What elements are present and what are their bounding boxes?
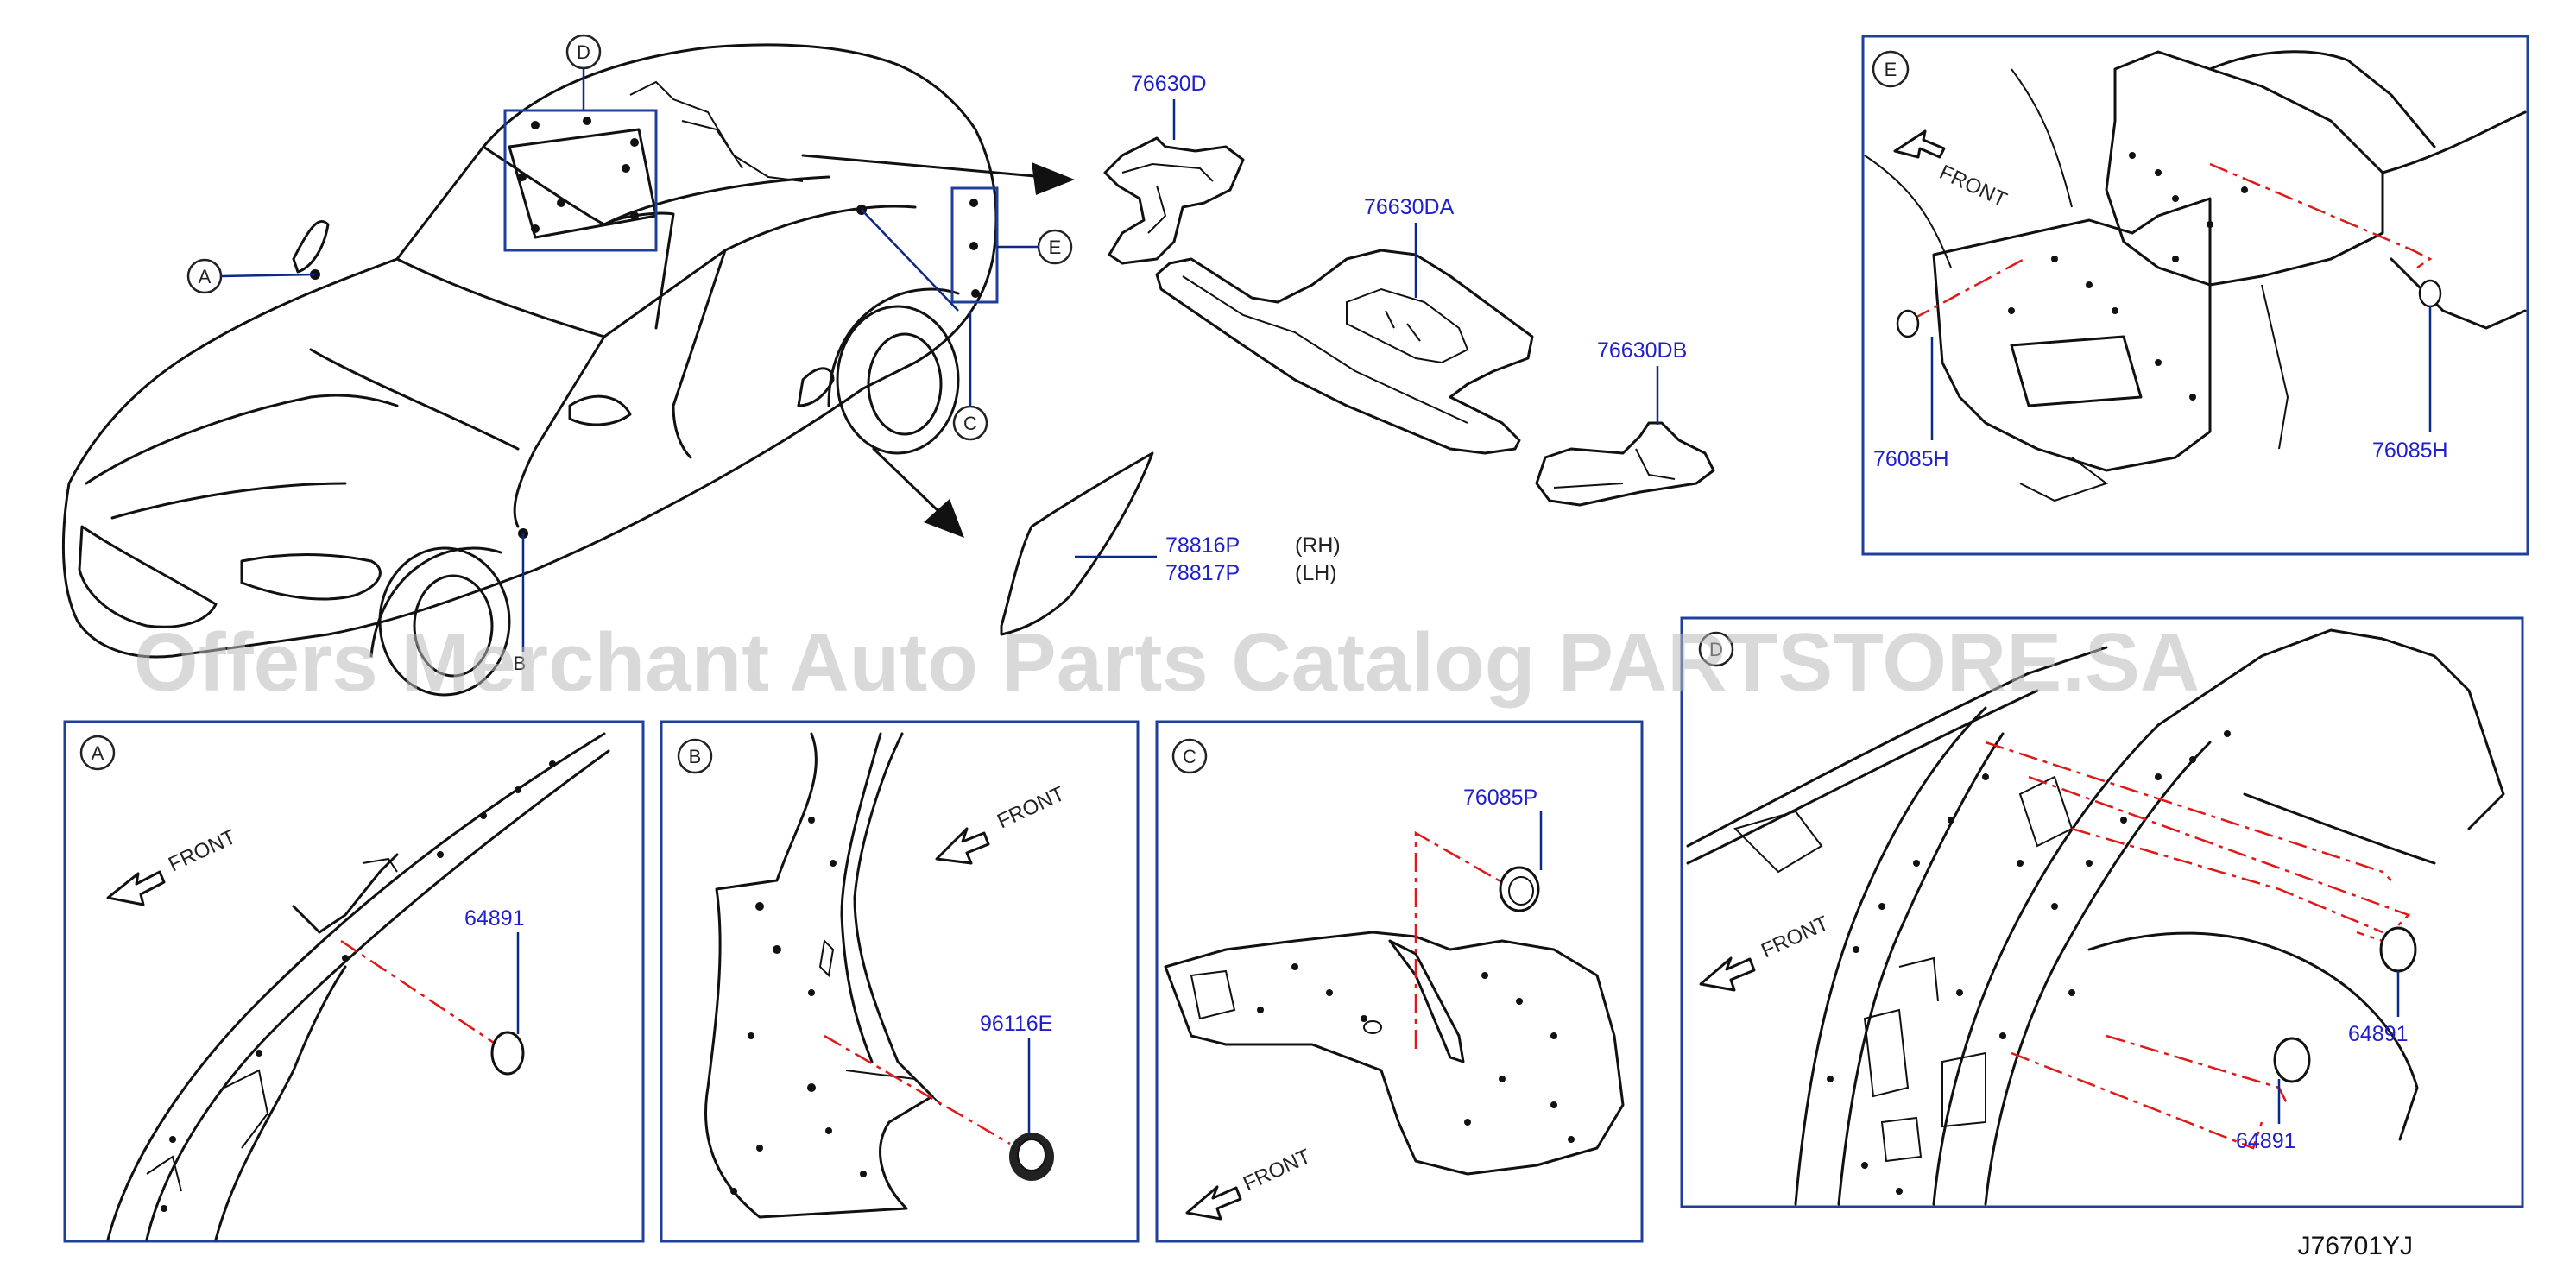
svg-text:76085H: 76085H — [1873, 447, 1949, 471]
svg-text:D: D — [1709, 639, 1723, 660]
callout-d[interactable]: D — [565, 34, 602, 110]
plug-64891-d-upper[interactable] — [2379, 926, 2417, 973]
svg-text:C: C — [963, 413, 977, 434]
svg-text:E: E — [1885, 59, 1897, 80]
car-overview — [61, 43, 998, 697]
grommet-76085p[interactable] — [1499, 866, 1540, 912]
svg-text:FRONT: FRONT — [1935, 161, 2011, 212]
insulator-76630da[interactable]: 76630DA — [1155, 195, 1534, 455]
quarter-glass[interactable]: 78816P (RH) 78817P (LH) — [1000, 451, 1341, 636]
svg-text:D: D — [577, 41, 590, 63]
arrow-to-insulators — [801, 154, 1075, 195]
svg-text:78816P: 78816P — [1165, 533, 1240, 558]
svg-text:A: A — [199, 266, 212, 287]
grommet-96116e[interactable] — [1009, 1133, 1054, 1181]
svg-text:C: C — [1183, 746, 1196, 767]
grommet-76085h-left[interactable] — [1896, 309, 1920, 338]
svg-text:A: A — [92, 742, 104, 764]
svg-text:76630D: 76630D — [1131, 72, 1207, 96]
front-arrow-e: FRONT — [1893, 129, 2011, 212]
detail-d-panel: D FRONT — [1680, 616, 2524, 1208]
svg-text:76085H: 76085H — [2372, 439, 2448, 463]
front-arrow-d: FRONT — [1699, 912, 1833, 992]
svg-text:64891: 64891 — [2236, 1129, 2296, 1153]
insulator-76630d[interactable]: 76630D — [1103, 72, 1245, 265]
svg-text:FRONT: FRONT — [1240, 1145, 1315, 1196]
svg-text:(RH): (RH) — [1295, 533, 1341, 558]
arrow-to-glass — [872, 447, 964, 538]
detail-c-panel: C FRONT 76085P — [1155, 720, 1644, 1243]
insulator-76630db[interactable]: 76630DB — [1535, 338, 1715, 507]
grommet-76085h-right[interactable] — [2418, 279, 2442, 308]
svg-text:76085P: 76085P — [1463, 786, 1537, 810]
detail-a-panel: A FRONT 64891 — [63, 720, 645, 1243]
front-arrow-a: FRONT — [106, 825, 240, 906]
svg-text:(LH): (LH) — [1295, 561, 1337, 585]
callout-box-d — [503, 109, 658, 252]
callout-a[interactable]: A — [186, 258, 316, 294]
callout-e[interactable]: E — [997, 229, 1073, 265]
diagram-code: J76701YJ — [2298, 1232, 2413, 1260]
svg-text:78817P: 78817P — [1165, 561, 1240, 585]
svg-text:FRONT: FRONT — [994, 782, 1069, 834]
svg-text:76630DB: 76630DB — [1597, 338, 1687, 363]
callout-box-e — [950, 186, 999, 304]
callout-c[interactable]: C — [861, 209, 988, 441]
front-arrow-c: FRONT — [1185, 1145, 1315, 1221]
detail-e-panel: E FRONT 76085H 76085H — [1861, 35, 2529, 556]
svg-text:B: B — [689, 746, 702, 767]
svg-text:64891: 64891 — [464, 906, 525, 931]
callout-b[interactable]: B — [514, 533, 527, 674]
front-arrow-b: FRONT — [935, 782, 1069, 865]
watermark: Offers Merchant Auto Parts Catalog PARTS… — [134, 616, 2200, 709]
plug-64891-a[interactable] — [490, 1031, 525, 1076]
svg-text:FRONT: FRONT — [1758, 912, 1833, 963]
svg-text:B: B — [514, 653, 527, 674]
svg-text:E: E — [1049, 237, 1062, 258]
plug-64891-d-lower[interactable] — [2273, 1037, 2311, 1083]
svg-text:64891: 64891 — [2348, 1022, 2409, 1046]
svg-text:96116E: 96116E — [980, 1012, 1052, 1036]
svg-text:FRONT: FRONT — [165, 825, 240, 877]
svg-text:76630DA: 76630DA — [1364, 195, 1455, 219]
detail-b-panel: B FRONT 96116E — [660, 720, 1140, 1243]
